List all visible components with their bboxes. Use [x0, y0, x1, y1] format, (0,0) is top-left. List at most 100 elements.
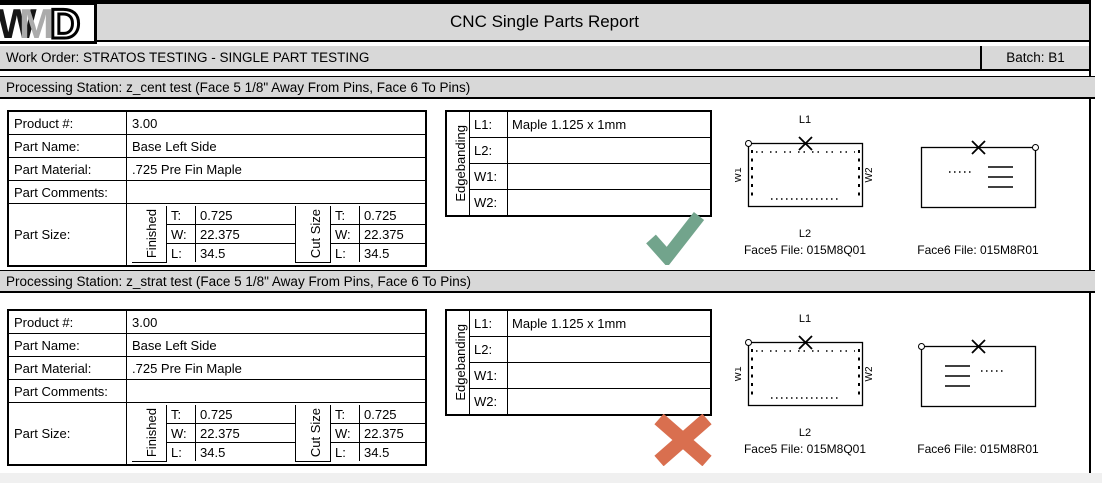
finished-l-value: 34.5	[195, 243, 296, 262]
cut-t-label: T:	[330, 405, 360, 424]
part-name-label: Part Name:	[7, 333, 127, 357]
reference-x-icon	[971, 339, 986, 354]
company-logo: W M D	[0, 0, 97, 49]
edge-w2-value	[507, 388, 712, 416]
edge-l2-value	[507, 137, 712, 164]
table-row: Part Comments:	[7, 379, 427, 403]
table-row: L2:	[446, 336, 712, 363]
part-name-label: Part Name:	[7, 134, 127, 158]
face6-file-label: Face6 File: 015M8R01	[917, 442, 1039, 456]
table-row: Product #: 3.00	[7, 110, 427, 135]
station-section-2: Product #: 3.00 Part Name: Base Left Sid…	[0, 298, 1089, 470]
part-size-label: Part Size:	[7, 402, 127, 465]
corner-origin-icon	[745, 140, 752, 147]
part-material-value: .725 Pre Fin Maple	[126, 356, 427, 380]
edge-l2-label: L2:	[469, 137, 508, 164]
face5-w2-label: W2	[864, 167, 875, 182]
part-details-table: Product #: 3.00 Part Name: Base Left Sid…	[7, 309, 427, 466]
right-page-border	[1089, 0, 1091, 473]
part-name-value: Base Left Side	[126, 134, 427, 158]
edge-w2-label: W2:	[469, 388, 508, 416]
cut-l-label: L:	[330, 442, 360, 461]
page-bottom-edge	[0, 473, 1102, 483]
finished-t-value: 0.725	[195, 206, 296, 225]
pass-check-icon	[646, 212, 705, 265]
station-section-1: Product #: 3.00 Part Name: Base Left Sid…	[0, 99, 1089, 271]
face5-w1-label: W1	[735, 366, 744, 381]
work-order-row: Work Order: STRATOS TESTING - SINGLE PAR…	[0, 46, 1089, 71]
face6-diagram: Face6 File: 015M8R01	[917, 339, 1039, 456]
cut-t-label: T:	[330, 206, 360, 225]
edgebanding-label: Edgebanding	[452, 125, 468, 202]
cut-w-label: W:	[330, 423, 360, 443]
part-size-label: Part Size:	[7, 203, 127, 266]
table-row: Edgebanding L1: Maple 1.125 x 1mm	[445, 110, 712, 217]
finished-w-value: 22.375	[195, 224, 296, 244]
product-label: Product #:	[7, 309, 127, 334]
edge-w1-value	[507, 362, 712, 389]
edge-l1-value: Maple 1.125 x 1mm	[507, 110, 712, 138]
face5-w2-label: W2	[864, 366, 875, 381]
cut-l-value: 34.5	[359, 243, 425, 262]
table-row: Part Material: .725 Pre Fin Maple	[7, 157, 427, 181]
face5-file-label: Face5 File: 015M8Q01	[744, 442, 866, 456]
finished-size-label: Finished	[143, 408, 159, 458]
reference-x-icon	[798, 335, 813, 350]
face5-diagram: L1 W1 W2 L2 Face5 File: 015M8Q01	[735, 313, 875, 456]
finished-t-label: T:	[166, 405, 196, 424]
finished-size-label: Finished	[143, 209, 159, 259]
reference-x-icon	[971, 140, 986, 155]
edgebanding-table: Edgebanding L1: Maple 1.125 x 1mm L2: W1…	[445, 309, 712, 416]
product-value: 3.00	[126, 110, 427, 135]
edgebanding-label: Edgebanding	[452, 324, 468, 401]
svg-text:W: W	[0, 5, 37, 41]
face5-l1-label: L1	[799, 114, 811, 126]
face6-diagram: Face6 File: 015M8R01	[917, 140, 1039, 257]
top-border	[0, 0, 1091, 4]
part-comments-value	[126, 379, 427, 403]
table-row: Edgebanding L1: Maple 1.125 x 1mm	[445, 309, 712, 416]
table-row: W2:	[446, 388, 712, 416]
wmd-logo-icon: W M D	[0, 0, 82, 49]
table-row: Part Name: Base Left Side	[7, 134, 427, 158]
part-material-value: .725 Pre Fin Maple	[126, 157, 427, 181]
cut-t-value: 0.725	[359, 206, 425, 225]
svg-text:D: D	[50, 5, 80, 41]
reference-x-icon	[798, 136, 813, 151]
edge-w2-label: W2:	[469, 189, 508, 217]
finished-l-value: 34.5	[195, 442, 296, 461]
edge-l2-value	[507, 336, 712, 363]
edge-w1-label: W1:	[469, 163, 508, 190]
batch-label: Batch: B1	[980, 46, 1089, 69]
edge-l1-label: L1:	[469, 110, 508, 138]
face5-diagram: L1 W1 W2 L2 Face5 File: 015M8Q01	[735, 114, 875, 257]
edge-l1-value: Maple 1.125 x 1mm	[507, 309, 712, 337]
part-comments-label: Part Comments:	[7, 180, 127, 204]
part-comments-value	[126, 180, 427, 204]
svg-text:M: M	[19, 5, 54, 41]
edge-l1-label: L1:	[469, 309, 508, 337]
table-row: W2:	[446, 189, 712, 217]
finished-l-label: L:	[166, 442, 196, 461]
table-row: Part Material: .725 Pre Fin Maple	[7, 356, 427, 380]
face5-l2-label: L2	[799, 427, 811, 439]
finished-t-value: 0.725	[195, 405, 296, 424]
cut-l-value: 34.5	[359, 442, 425, 461]
processing-station-bar-2: Processing Station: z_strat test (Face 5…	[0, 270, 1095, 293]
cut-w-value: 22.375	[359, 224, 425, 244]
edge-l2-label: L2:	[469, 336, 508, 363]
edgebanding-table: Edgebanding L1: Maple 1.125 x 1mm L2: W1…	[445, 110, 712, 217]
table-row: W1:	[446, 362, 712, 389]
part-material-label: Part Material:	[7, 356, 127, 380]
corner-origin-icon	[1032, 144, 1039, 151]
finished-w-label: W:	[166, 423, 196, 443]
cut-w-label: W:	[330, 224, 360, 244]
part-name-value: Base Left Side	[126, 333, 427, 357]
processing-station-label: Processing Station: z_strat test (Face 5…	[6, 273, 471, 289]
face5-l2-label: L2	[799, 228, 811, 240]
report-title: CNC Single Parts Report	[450, 12, 639, 31]
corner-origin-icon	[918, 343, 925, 350]
table-row: Part Size: Finished T: 0.725 Cut Size T:…	[7, 203, 427, 266]
cut-size-label: Cut Size	[307, 209, 323, 259]
table-row: Part Name: Base Left Side	[7, 333, 427, 357]
